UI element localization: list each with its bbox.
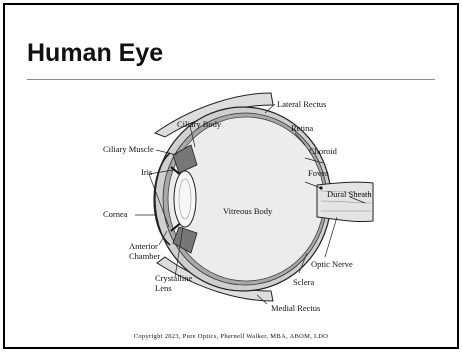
label-chamber: Chamber [129, 251, 160, 261]
label-retina: Retina [291, 123, 313, 133]
slide: Human Eye [3, 3, 459, 349]
label-crystalline: Crystalline [155, 273, 193, 283]
label-anterior: Anterior [129, 241, 158, 251]
label-cornea: Cornea [103, 209, 128, 219]
eye-anatomy-diagram: Lateral Rectus Ciliary Body Retina Cilia… [5, 5, 457, 347]
label-sclera: Sclera [293, 277, 314, 287]
label-ciliary-muscle: Ciliary Muscle [103, 144, 154, 154]
label-medial-rectus: Medial Rectus [271, 303, 320, 313]
label-iris: Iris [141, 167, 152, 177]
label-choroid: Choroid [309, 146, 338, 156]
label-lens: Lens [155, 283, 172, 293]
crystalline-lens-shape [174, 171, 196, 227]
label-dural-sheath: Dural Sheath [327, 189, 372, 199]
label-lateral-rectus: Lateral Rectus [277, 99, 326, 109]
copyright-footer: Copyright 2023, Pure Optics, Phernell Wa… [5, 333, 457, 340]
label-vitreous-body: Vitreous Body [223, 206, 273, 216]
label-ciliary-body: Ciliary Body [177, 119, 222, 129]
label-optic-nerve: Optic Nerve [311, 259, 353, 269]
label-fovea: Fovea [308, 168, 329, 178]
